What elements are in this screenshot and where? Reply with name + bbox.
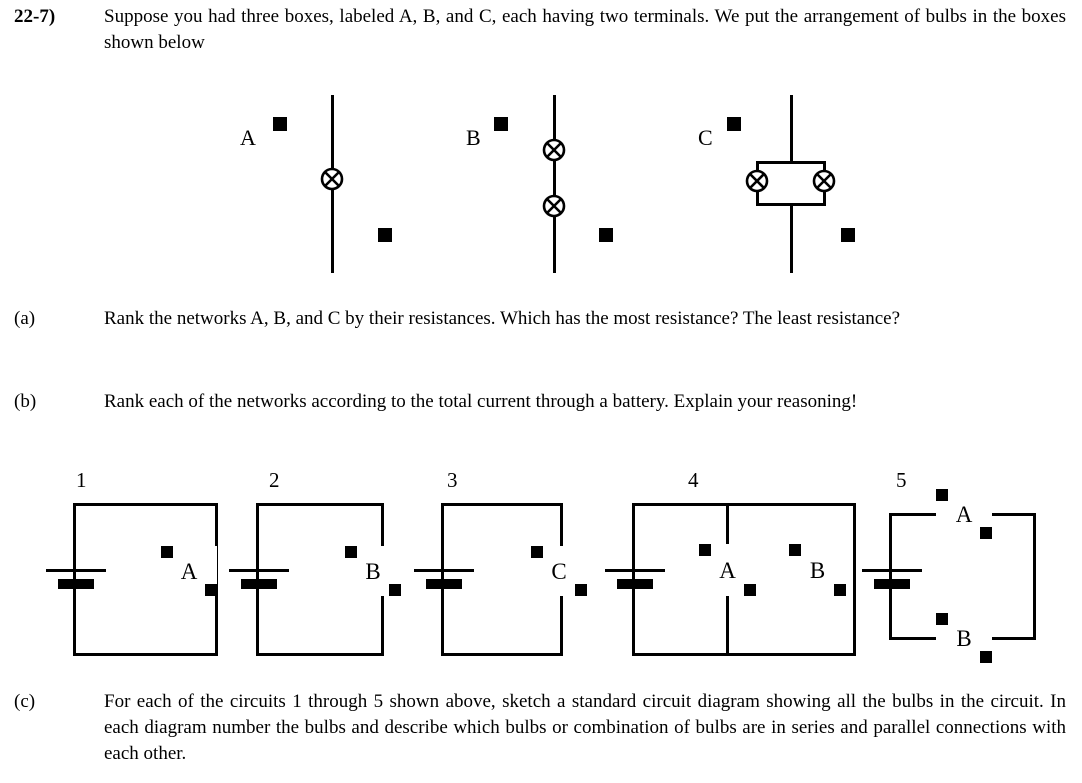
circuit-3-bottom-wire <box>441 653 563 656</box>
circuit-2-box-b-label: B <box>365 558 381 584</box>
circuit-2-battery-negative-plate <box>241 579 277 589</box>
circuit-5-box-a: A <box>936 489 992 539</box>
circuit-5-number: 5 <box>896 468 907 492</box>
part-a-row: (a) Rank the networks A, B, and C by the… <box>14 306 1070 332</box>
network-box-b-label: B <box>466 125 481 150</box>
part-b-row: (b) Rank each of the networks according … <box>14 389 1070 415</box>
part-c-row: (c) For each of the circuits 1 through 5… <box>14 689 1070 767</box>
circuit-3-battery-negative-plate <box>426 579 462 589</box>
circuit-1-top-wire <box>73 503 218 506</box>
part-c-text: For each of the circuits 1 through 5 sho… <box>104 691 1066 764</box>
box-c-top-rail <box>756 161 826 164</box>
part-a-text: Rank the networks A, B, and C by their r… <box>104 308 901 329</box>
circuit-3-top-wire <box>441 503 563 506</box>
circuit-2-box-b: B <box>345 546 401 596</box>
box-c-center-wire-top <box>790 95 793 163</box>
part-c-label: (c) <box>14 691 36 712</box>
network-box-a-label: A <box>240 125 256 150</box>
circuit-3-box-c: C <box>531 546 587 596</box>
circuit-1-box-a-label: A <box>180 558 198 584</box>
circuit-5-battery-negative-plate <box>874 579 910 589</box>
bulb-icon <box>541 193 567 219</box>
circuit-5-right-wire <box>1033 513 1036 640</box>
circuit-2-battery-positive-plate <box>229 569 289 572</box>
circuit-2-top-wire <box>256 503 384 506</box>
circuit-5-box-b-label: B <box>956 625 972 651</box>
bulb-icon <box>811 168 837 194</box>
part-b-label: (b) <box>14 391 37 412</box>
box-c-bottom-rail <box>756 203 826 206</box>
circuit-4-box-b: B <box>789 544 846 596</box>
circuit-4-number: 4 <box>688 468 699 492</box>
circuit-1-bottom-wire <box>73 653 218 656</box>
box-c-center-wire-bottom <box>790 205 793 273</box>
box-b-inner-wire <box>553 95 556 273</box>
circuit-5-box-a-label: A <box>955 501 973 527</box>
circuit-1-battery-positive-plate <box>46 569 106 572</box>
circuit-3-battery-positive-plate <box>414 569 474 572</box>
circuit-5-box-b: B <box>936 613 992 663</box>
circuit-4-right-wire <box>853 503 856 656</box>
circuit-4-battery-positive-plate <box>605 569 665 572</box>
part-a-label: (a) <box>14 308 36 329</box>
circuit-1-battery-negative-plate <box>58 579 94 589</box>
circuit-1-box-a: A <box>161 546 217 596</box>
bulb-icon <box>744 168 770 194</box>
circuit-3-box-c-label: C <box>551 558 567 584</box>
circuit-4-box-b-label: B <box>809 557 826 583</box>
circuit-2-bottom-wire <box>256 653 384 656</box>
network-box-c-label: C <box>698 125 713 150</box>
circuit-2-number: 2 <box>269 468 280 492</box>
problem-number: 22-7) <box>14 6 56 27</box>
circuit-4-top-wire <box>632 503 856 506</box>
circuit-4-bottom-wire <box>632 653 856 656</box>
problem-text: Suppose you had three boxes, labeled A, … <box>104 6 1066 53</box>
circuit-4-battery-negative-plate <box>617 579 653 589</box>
circuit-5-battery-positive-plate <box>862 569 922 572</box>
circuit-5-left-wire <box>889 513 892 640</box>
part-b-text: Rank each of the networks according to t… <box>104 391 858 412</box>
circuit-4-box-a-label: A <box>719 557 736 583</box>
circuit-3-number: 3 <box>447 468 458 492</box>
circuit-1-number: 1 <box>76 468 87 492</box>
bulb-icon <box>319 166 345 192</box>
bulb-icon <box>541 137 567 163</box>
problem-statement-row: 22-7) Suppose you had three boxes, label… <box>14 4 1070 56</box>
circuit-4-box-a: A <box>699 544 756 596</box>
